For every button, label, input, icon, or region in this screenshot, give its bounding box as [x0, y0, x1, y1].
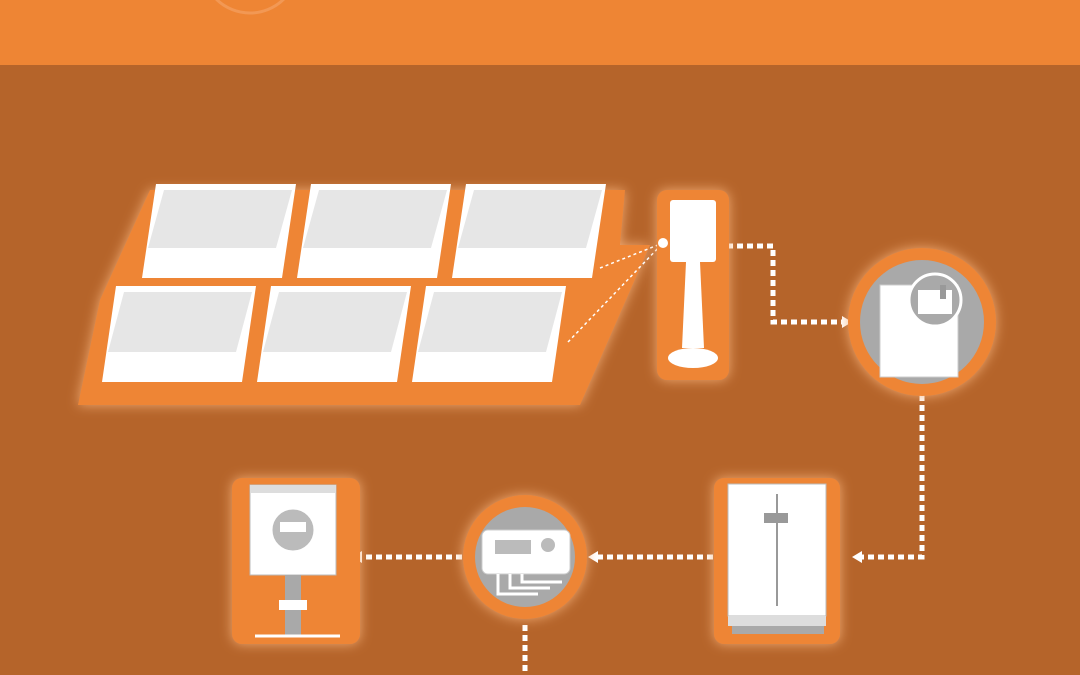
- solar-panel-surface: [418, 292, 562, 352]
- wire-inverter-to-battery: [862, 395, 925, 560]
- wire-combiner-to-inverter: [727, 243, 842, 325]
- combiner-box: [657, 190, 729, 380]
- array-connector-line: [567, 242, 664, 343]
- solar-panel-surface: [263, 292, 407, 352]
- utility-meter: [232, 478, 360, 644]
- solar-panel-surface: [148, 190, 292, 248]
- array-connector-line: [599, 242, 664, 269]
- battery-cabinet: [714, 478, 840, 644]
- arrow-icon: [588, 551, 598, 563]
- inverter: [848, 248, 996, 396]
- wiring: [362, 243, 925, 675]
- header-band: [0, 0, 1080, 65]
- solar-panel-surface: [303, 190, 447, 248]
- charge-controller: [463, 495, 587, 619]
- solar-array: [78, 184, 664, 405]
- solar-panel-surface: [108, 292, 252, 352]
- arrow-icon: [842, 316, 852, 328]
- header-circle-decoration: [215, 0, 285, 15]
- arrow-icon: [852, 551, 862, 563]
- solar-panel-surface: [458, 190, 602, 248]
